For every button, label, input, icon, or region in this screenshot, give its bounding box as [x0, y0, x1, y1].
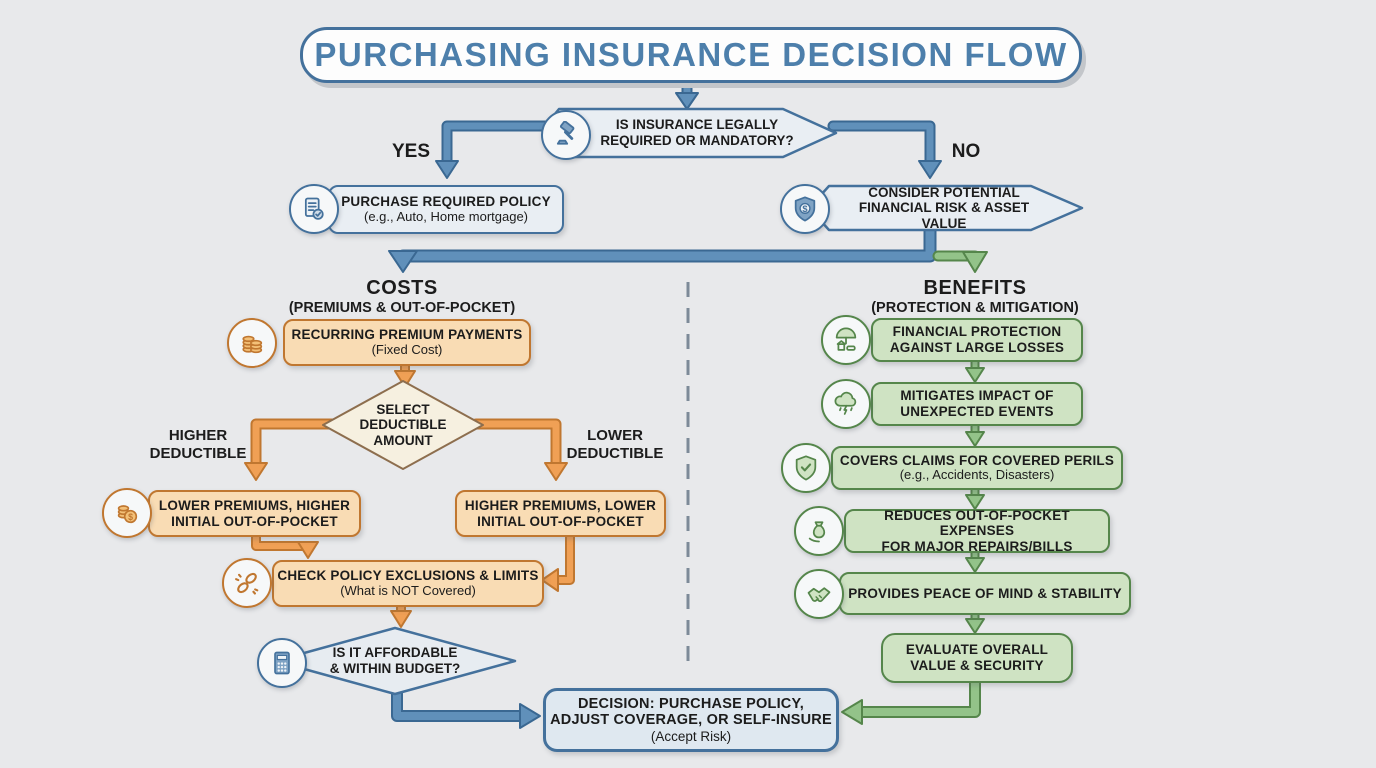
root-decision-line2: REQUIRED OR MANDATORY? [600, 133, 794, 148]
benefits-heading: BENEFITS [923, 277, 1027, 299]
affordable-diamond: IS IT AFFORDABLE & WITHIN BUDGET? [272, 625, 518, 697]
arrow-to-benefits [932, 250, 988, 273]
shield-dollar-icon: $ [780, 184, 830, 234]
exclusions-node: CHECK POLICY EXCLUSIONS & LIMITS (What i… [272, 560, 544, 607]
benefit-4-node: REDUCES OUT-OF-POCKET EXPENSES FOR MAJOR… [844, 508, 1110, 554]
exclusions-line1: CHECK POLICY EXCLUSIONS & LIMITS [277, 568, 539, 584]
benefit-3-node: COVERS CLAIMS FOR COVERED PERILS (e.g., … [831, 446, 1123, 490]
purchase-required-policy-node: PURCHASE REQUIRED POLICY (e.g., Auto, Ho… [328, 185, 564, 234]
decision-line3: (Accept Risk) [650, 728, 732, 744]
document-check-icon [289, 184, 339, 234]
exclusions-line2: (What is NOT Covered) [340, 582, 476, 598]
consider-risk-node: CONSIDER POTENTIAL FINANCIAL RISK & ASSE… [815, 184, 1087, 232]
coin-dollar-icon: $ [102, 488, 152, 538]
arrow-no-branch [827, 120, 942, 179]
higher-premiums-line2: INITIAL OUT-OF-POCKET [477, 513, 644, 529]
affordable-shape [273, 626, 517, 696]
higher-premiums-node: HIGHER PREMIUMS, LOWER INITIAL OUT-OF-PO… [455, 490, 666, 537]
decision-line2: ADJUST COVERAGE, OR SELF-INSURE [550, 712, 832, 729]
lower-premiums-line1: LOWER PREMIUMS, HIGHER [158, 497, 351, 513]
storm-cloud-icon [821, 379, 871, 429]
benefits-subheading: (PROTECTION & MITIGATION) [871, 300, 1079, 316]
root-decision-line1: IS INSURANCE LEGALLY [615, 117, 779, 133]
evaluate-node: EVALUATE OVERALL VALUE & SECURITY [881, 633, 1073, 683]
umbrella-house-icon [821, 315, 871, 365]
no-label: NO [951, 141, 981, 162]
higher-premiums-line1: HIGHER PREMIUMS, LOWER [464, 497, 657, 513]
final-decision-node: DECISION: PURCHASE POLICY, ADJUST COVERA… [543, 688, 839, 752]
arrow-yes-branch [435, 120, 558, 179]
affordable-line1: IS IT AFFORDABLE [332, 645, 458, 661]
costs-heading: COSTS [366, 277, 438, 299]
arrow-evaluate-to-decision [841, 673, 981, 725]
higher-deductible-label: HIGHER DEDUCTIBLE [149, 427, 247, 462]
arrow-lower-deductible [470, 418, 568, 481]
benefit-1-node: FINANCIAL PROTECTION AGAINST LARGE LOSSE… [871, 318, 1083, 362]
gavel-icon [541, 110, 591, 160]
page-title: PURCHASING INSURANCE DECISION FLOW [300, 27, 1082, 83]
arrow-affordable-to-decision [391, 688, 541, 729]
arrow-right-to-exclusions [541, 528, 575, 592]
lower-premiums-node: LOWER PREMIUMS, HIGHER INITIAL OUT-OF-PO… [148, 490, 361, 537]
benefit-5-node: PROVIDES PEACE OF MIND & STABILITY [839, 572, 1131, 615]
affordable-line2: & WITHIN BUDGET? [329, 661, 461, 676]
calculator-icon [257, 638, 307, 688]
costs-header: COSTS (PREMIUMS & OUT-OF-POCKET) [252, 276, 552, 317]
benefit-2-node: MITIGATES IMPACT OF UNEXPECTED EVENTS [871, 382, 1083, 426]
select-deductible-shape [322, 380, 484, 470]
purchase-line2: (e.g., Auto, Home mortgage) [363, 208, 529, 224]
costs-subheading: (PREMIUMS & OUT-OF-POCKET) [288, 300, 516, 316]
premium-line1: RECURRING PREMIUM PAYMENTS [291, 327, 523, 343]
arrow-title-to-root [675, 74, 699, 110]
page-title-text: PURCHASING INSURANCE DECISION FLOW [314, 36, 1068, 73]
benefits-header: BENEFITS (PROTECTION & MITIGATION) [825, 276, 1125, 317]
broken-chain-icon [222, 558, 272, 608]
consider-line2: FINANCIAL RISK & ASSET VALUE [858, 200, 1030, 231]
recurring-premium-node: RECURRING PREMIUM PAYMENTS (Fixed Cost) [283, 319, 531, 366]
consider-line1: CONSIDER POTENTIAL [868, 184, 1020, 200]
select-line3: AMOUNT [373, 432, 433, 448]
svg-text:$: $ [128, 512, 133, 522]
root-decision-node: IS INSURANCE LEGALLY REQUIRED OR MANDATO… [545, 106, 841, 160]
arrow-left-to-exclusions [251, 528, 319, 559]
svg-text:$: $ [802, 204, 808, 214]
lower-premiums-line2: INITIAL OUT-OF-POCKET [171, 513, 338, 529]
yes-label: YES [391, 141, 431, 162]
select-deductible-diamond: SELECT DEDUCTIBLE AMOUNT [320, 378, 486, 472]
select-line1: SELECT [376, 401, 430, 417]
handshake-icon [794, 569, 844, 619]
arrow-higher-deductible [244, 418, 338, 481]
money-bag-icon [794, 506, 844, 556]
lower-deductible-label: LOWER DEDUCTIBLE [566, 427, 664, 462]
select-line2: DEDUCTIBLE [359, 417, 447, 433]
coins-icon [227, 318, 277, 368]
decision-line1: DECISION: PURCHASE POLICY, [578, 695, 804, 712]
shield-check-icon [781, 443, 831, 493]
arrow-to-costs [388, 224, 937, 273]
premium-line2: (Fixed Cost) [371, 341, 443, 357]
purchase-line1: PURCHASE REQUIRED POLICY [341, 194, 551, 210]
